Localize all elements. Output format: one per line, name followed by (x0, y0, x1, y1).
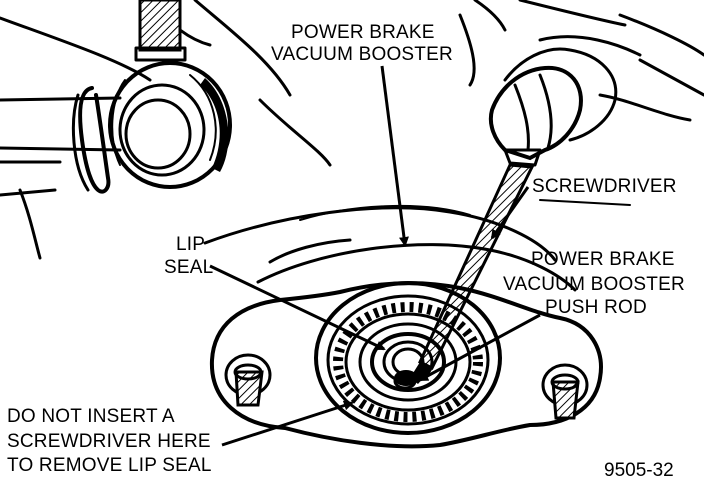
booster-label-line1: POWER BRAKE (291, 22, 435, 43)
right-mounting-stud (541, 363, 589, 420)
warning-label-line2: SCREWDRIVER HERE (7, 431, 211, 452)
leader-warning (221, 400, 354, 447)
booster-shell (203, 199, 631, 292)
figure-code: 9505-32 (604, 460, 674, 481)
screwdriver-label: SCREWDRIVER (532, 176, 677, 197)
inset-clevis-pin (0, 0, 332, 260)
threaded-stud (134, 0, 187, 62)
left-mounting-stud (224, 353, 272, 407)
seal-hub (314, 281, 502, 435)
lip-seal-label-line1: LIP (176, 234, 205, 255)
booster-label-line2: VACUUM BOOSTER (271, 44, 453, 65)
hand (458, 0, 704, 142)
callout-labels: POWER BRAKE VACUUM BOOSTER SCREWDRIVER L… (7, 22, 685, 481)
mounting-flange (209, 281, 603, 449)
leader-lip-seal (209, 264, 386, 351)
push-rod-label-line2: VACUUM BOOSTER (503, 274, 685, 295)
push-rod-label-line3: PUSH ROD (545, 297, 647, 318)
leader-push-rod (418, 313, 541, 382)
leader-booster (380, 65, 409, 247)
lip-seal-label-line2: SEAL (164, 257, 213, 278)
warning-label-line3: TO REMOVE LIP SEAL (7, 455, 212, 476)
warning-label-line1: DO NOT INSERT A (7, 406, 175, 427)
leader-lines (209, 65, 541, 447)
leader-screwdriver (490, 186, 530, 240)
push-rod-label-line1: POWER BRAKE (531, 249, 675, 270)
